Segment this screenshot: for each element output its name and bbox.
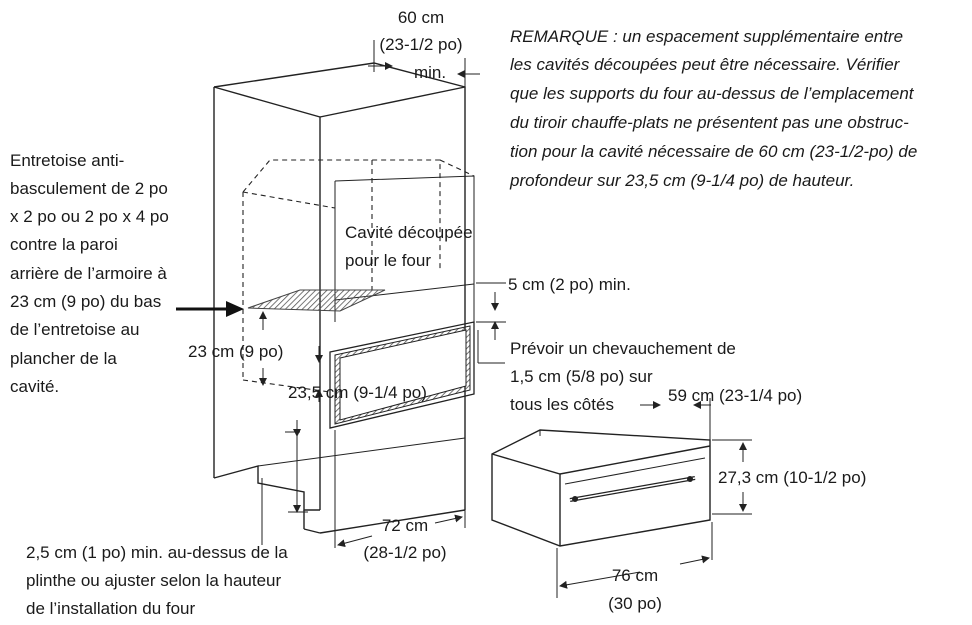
warming-drawer <box>491 429 711 547</box>
top-width-line-3: min. <box>414 63 446 82</box>
anti-tip-board <box>247 289 386 312</box>
cavity-label-line-1: Cavité découpée <box>345 223 473 242</box>
height-27-3-label: 27,3 cm (10-1/2 po) <box>718 468 866 487</box>
note-line-3: que les supports du four au-dessus de l’… <box>510 84 915 103</box>
plinth-line-3: de l’installation du four <box>26 599 196 618</box>
top-width-line-1: 60 cm <box>398 8 444 27</box>
anti-tip-line-8: plancher de la <box>10 349 117 368</box>
anti-tip-line-2: basculement de 2 po <box>10 179 168 198</box>
anti-tip-line-6: 23 cm (9 po) du bas <box>10 292 161 311</box>
gap-label: 5 cm (2 po) min. <box>508 275 631 294</box>
plinth-line-2: plinthe ou ajuster selon la hauteur <box>26 571 282 590</box>
note-line-6: profondeur sur 23,5 cm (9-1/4 po) de hau… <box>509 171 854 190</box>
height-23-5-label: 23,5 cm (9-1/4 po) <box>288 383 427 402</box>
height-23-label: 23 cm (9 po) <box>188 342 283 361</box>
trim-frame <box>329 321 475 429</box>
cabinet <box>213 62 466 534</box>
width-76-line-1: 76 cm <box>612 566 658 585</box>
anti-tip-line-7: de l’entretoise au <box>10 320 139 339</box>
anti-tip-line-1: Entretoise anti- <box>10 151 124 170</box>
note-line-4: du tiroir chauffe-plats ne présentent pa… <box>510 113 909 132</box>
cavity-label-line-2: pour le four <box>345 251 431 270</box>
overlap-line-2: 1,5 cm (5/8 po) sur <box>510 367 653 386</box>
width-76-line-2: (30 po) <box>608 594 662 613</box>
note-line-2: les cavités découpées peut être nécessai… <box>510 55 901 74</box>
note-line-1: REMARQUE : un espacement supplémentaire … <box>510 27 903 46</box>
depth-59-label: 59 cm (23-1/4 po) <box>668 386 802 405</box>
width-72-line-1: 72 cm <box>382 516 428 535</box>
anti-tip-pointer-arrow <box>176 301 244 317</box>
drawer-handle <box>569 476 696 502</box>
top-width-line-2: (23-1/2 po) <box>379 35 462 54</box>
overlap-line-1: Prévoir un chevauchement de <box>510 339 736 358</box>
anti-tip-line-4: contre la paroi <box>10 235 118 254</box>
anti-tip-line-3: x 2 po ou 2 po x 4 po <box>10 207 169 226</box>
width-72-line-2: (28-1/2 po) <box>363 543 446 562</box>
plinth-line-1: 2,5 cm (1 po) min. au-dessus de la <box>26 543 288 562</box>
overlap-line-3: tous les côtés <box>510 395 614 414</box>
note-line-5: tion pour la cavité nécessaire de 60 cm … <box>510 142 917 161</box>
dimension-lines <box>259 40 752 598</box>
anti-tip-line-5: arrière de l’armoire à <box>10 264 167 283</box>
anti-tip-line-9: cavité. <box>10 377 59 396</box>
